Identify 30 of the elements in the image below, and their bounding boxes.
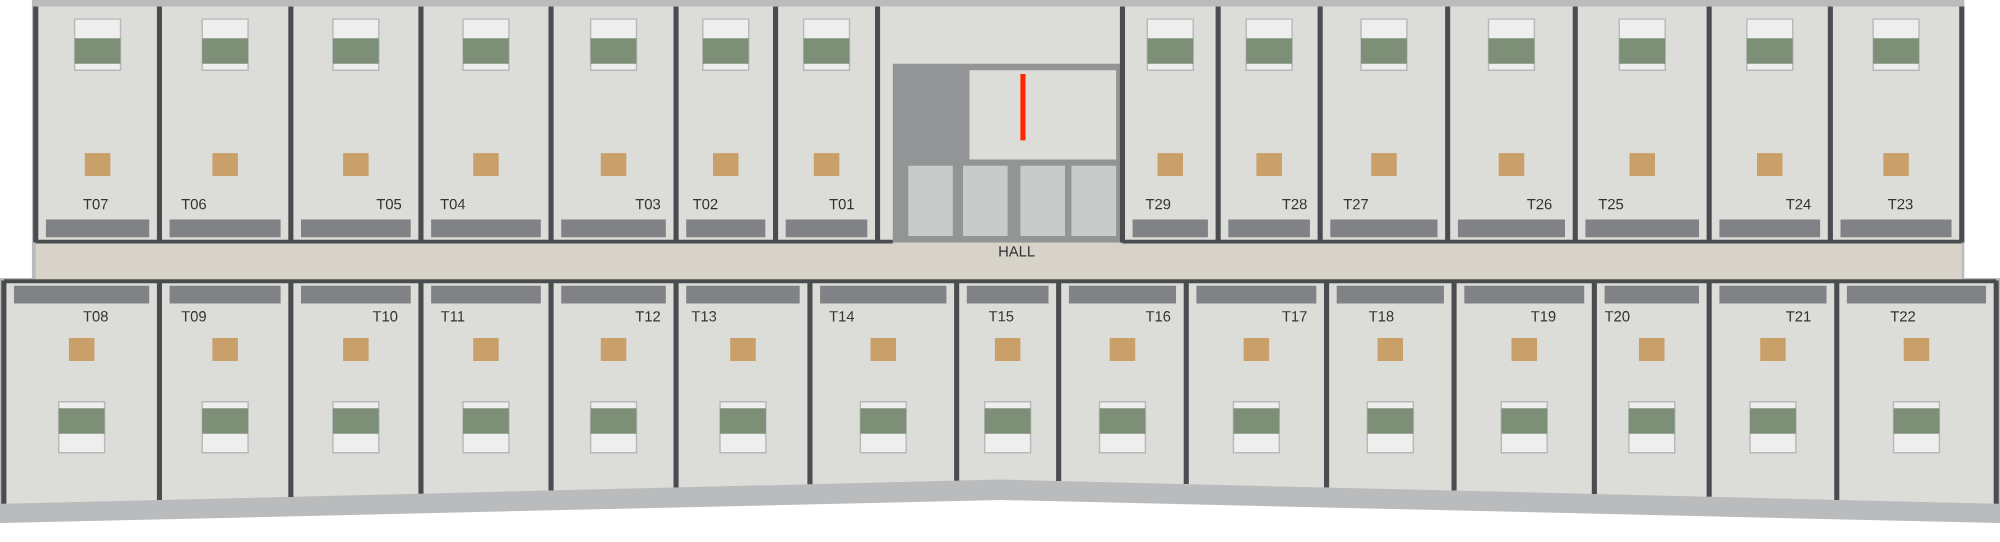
unit-number: T19 — [1531, 311, 1556, 322]
unit-number: T20 — [1604, 311, 1630, 322]
unit-number: T01 — [829, 198, 854, 210]
unit-number: T21 — [1786, 311, 1811, 322]
unit-number: T05 — [376, 198, 402, 210]
unit-number: T10 — [372, 311, 398, 322]
unit-number: T27 — [1343, 198, 1368, 210]
unit-number: T18 — [1369, 311, 1394, 322]
unit-number: T15 — [988, 311, 1014, 322]
unit-number: T17 — [1282, 311, 1307, 322]
unit-number: T03 — [635, 198, 661, 210]
unit-number: T22 — [1890, 311, 1915, 322]
unit-number: T04 — [440, 198, 466, 210]
unit-number: T16 — [1145, 311, 1171, 322]
hall-label: HALL — [999, 246, 1035, 257]
unit-number: T07 — [83, 198, 108, 210]
unit-number: T28 — [1282, 198, 1307, 210]
unit-number: T23 — [1888, 198, 1913, 210]
unit-number: T14 — [829, 311, 855, 322]
unit-number: T09 — [181, 311, 206, 322]
unit-number: T29 — [1145, 198, 1171, 210]
unit-number: T26 — [1527, 198, 1552, 210]
unit-number: T08 — [83, 311, 108, 322]
unit-number: T06 — [181, 198, 206, 210]
unit-number: T11 — [440, 311, 465, 322]
unit-number: T24 — [1786, 198, 1811, 210]
unit-number: T13 — [691, 311, 717, 322]
unit-number: T25 — [1598, 198, 1624, 210]
unit-number: T12 — [635, 311, 660, 322]
unit-number: T02 — [693, 198, 718, 210]
